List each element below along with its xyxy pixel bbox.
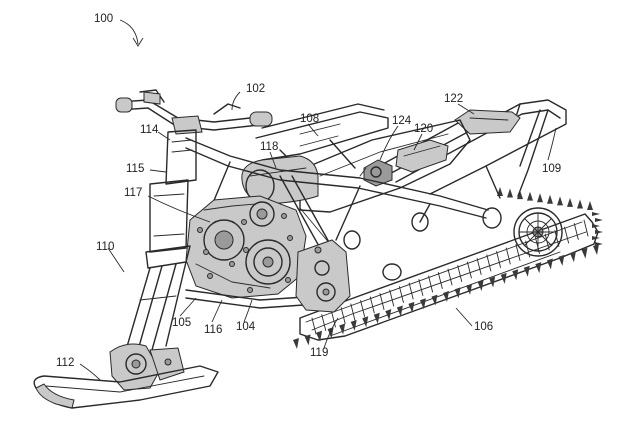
rear-idler-wheel (514, 208, 562, 256)
track-lug (477, 259, 481, 275)
track-tooth (587, 201, 593, 210)
engine-bolt (230, 262, 235, 267)
track-tooth (577, 199, 583, 208)
track-lug (497, 252, 501, 268)
track-tooth (537, 193, 543, 202)
track-lug (487, 255, 491, 271)
track-lug (351, 304, 355, 320)
track-lug (331, 311, 335, 327)
track-tooth (547, 258, 553, 269)
track-tooth (362, 316, 368, 327)
track-tooth (547, 195, 553, 204)
track-lug (419, 280, 423, 296)
track-tooth (567, 198, 573, 207)
ref-105: 105 (172, 317, 191, 329)
ref-120: 120 (414, 123, 433, 135)
ref-118: 118 (260, 141, 278, 153)
track-lugs (312, 220, 588, 334)
track-lug (409, 283, 413, 299)
ref-116: 116 (204, 324, 222, 336)
engine-bolt (198, 228, 203, 233)
ski-mount (110, 344, 184, 390)
track-lug (467, 262, 471, 278)
engine-bolt (244, 248, 249, 253)
track-lug (361, 301, 365, 317)
ref-122: 122 (444, 93, 463, 105)
engine-bolt (208, 274, 213, 279)
ref-117: 117 (124, 187, 142, 199)
track-tooth (595, 242, 603, 246)
track-tooth (385, 309, 391, 320)
track-tooth (501, 273, 507, 284)
ref-115: 115 (126, 163, 144, 175)
ref-114: 114 (140, 124, 159, 136)
ref-110: 110 (96, 241, 114, 253)
track-tooth (535, 262, 541, 273)
engine-bolt (242, 220, 247, 225)
engine-bolt (204, 250, 209, 255)
track-lug (574, 224, 578, 240)
track-tooth (592, 212, 600, 216)
ref-112: 112 (56, 357, 74, 369)
track-lug (341, 308, 345, 324)
engine-bolt (248, 288, 253, 293)
track-tooth (351, 320, 357, 331)
ref-100: 100 (94, 13, 113, 25)
track-tooth (595, 218, 603, 222)
track-tooth (466, 284, 472, 295)
engine-bolt (288, 236, 293, 241)
track-tooth (507, 189, 513, 198)
track-lug (438, 273, 442, 289)
track-lug (565, 227, 569, 243)
track-lug (312, 318, 316, 334)
engine-bolt (282, 214, 287, 219)
track-tooth (558, 255, 564, 266)
ref-109: 109 (542, 163, 561, 175)
track-lug (390, 290, 394, 306)
ref-119: 119 (310, 347, 328, 359)
track-lug (380, 294, 384, 310)
track-lug (429, 276, 433, 292)
track-tooth (339, 324, 345, 335)
track-tooth (527, 192, 533, 201)
chaincase (296, 240, 350, 312)
track-lug (458, 266, 462, 282)
track-lug (370, 297, 374, 313)
ref-104: 104 (236, 321, 256, 333)
track-tooth (455, 287, 461, 298)
ref-108: 108 (300, 113, 319, 125)
track-lug (448, 269, 452, 285)
ref-106: 106 (474, 321, 493, 333)
engine-bolt (286, 278, 291, 283)
ref-102: 102 (246, 83, 265, 95)
track-tooth (595, 230, 603, 234)
track-lug (584, 220, 588, 236)
ref-124: 124 (392, 115, 412, 127)
track-lug (322, 315, 326, 331)
track-lug (399, 287, 403, 303)
track-lug (506, 248, 510, 264)
track-tooth (293, 338, 299, 349)
track-tooth (557, 196, 563, 205)
